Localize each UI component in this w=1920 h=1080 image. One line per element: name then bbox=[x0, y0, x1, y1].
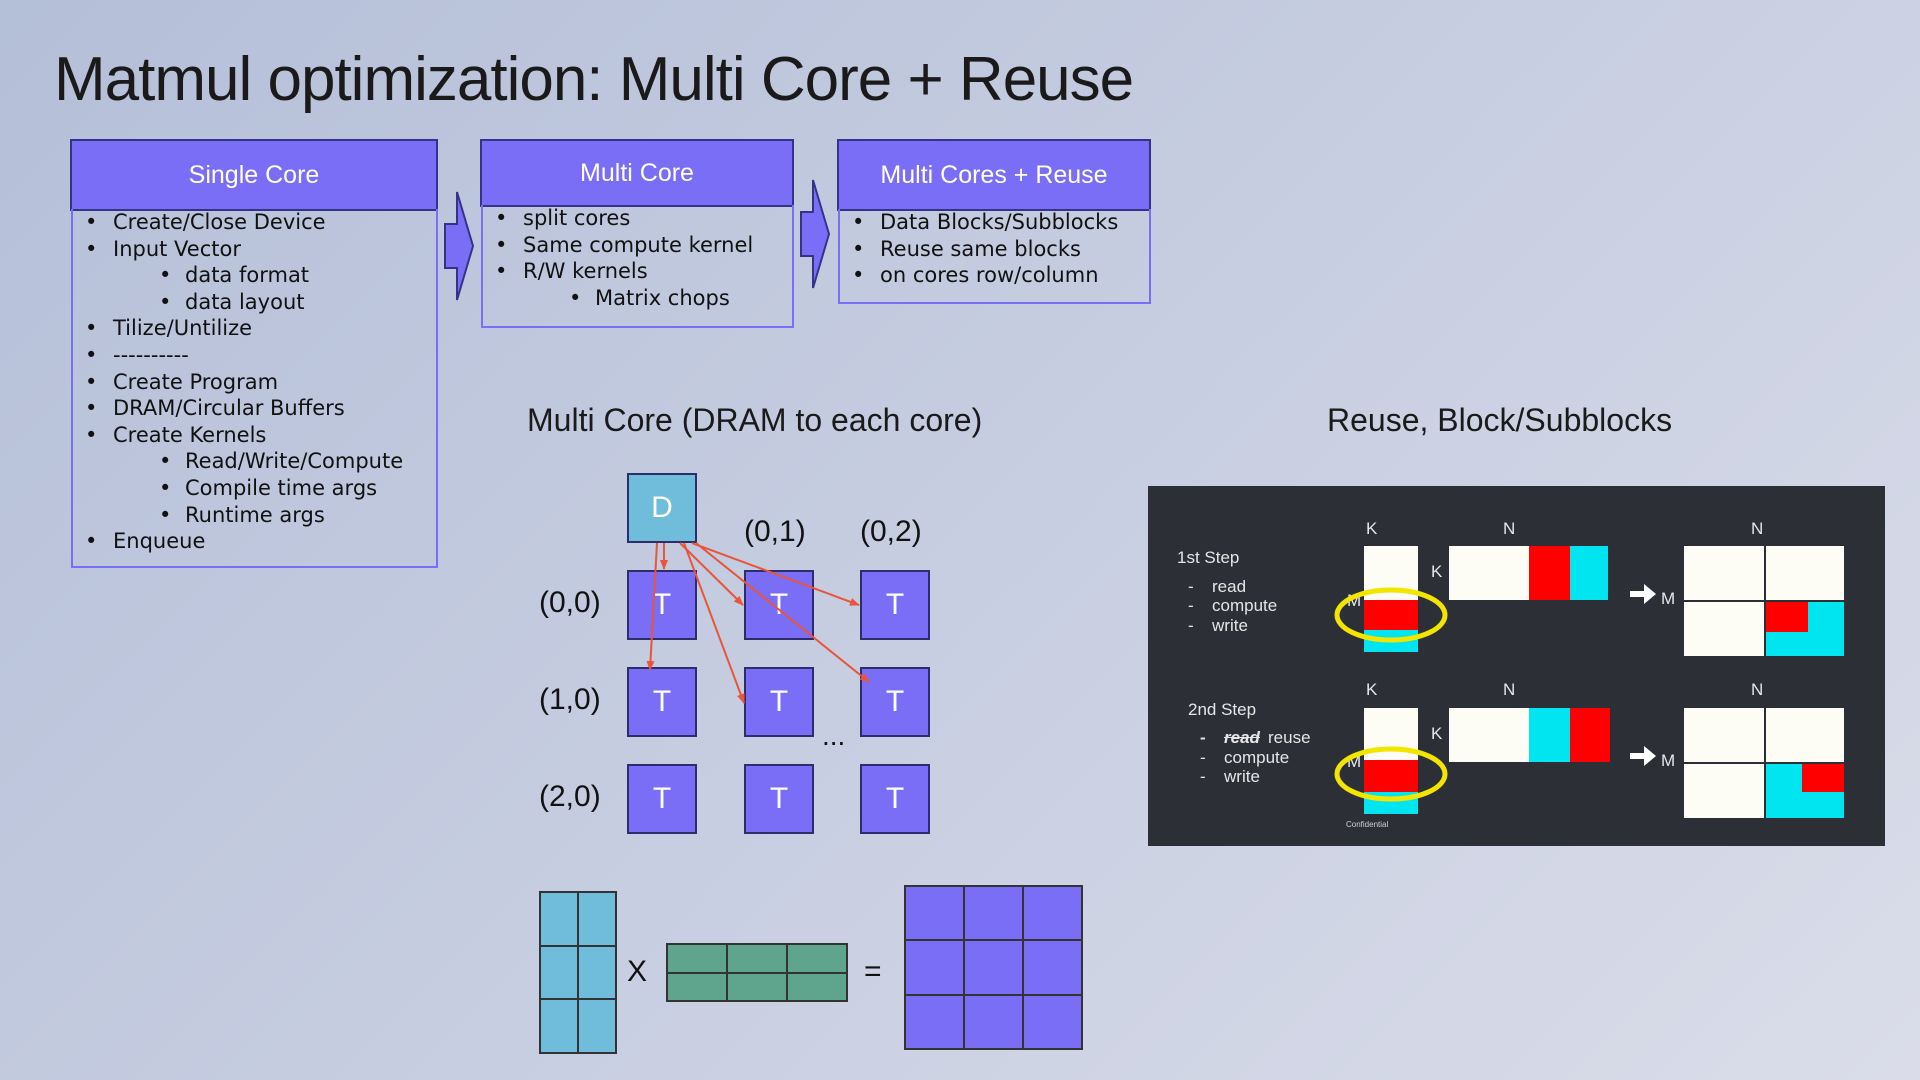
card-body-multi-cores-reuse: Data Blocks/SubblocksReuse same blockson… bbox=[838, 209, 1151, 304]
bullet-item: Compile time args bbox=[73, 475, 436, 502]
bullet-item: split cores bbox=[483, 205, 792, 232]
step-2-struck-item: read bbox=[1224, 728, 1260, 747]
axis-label-n: N bbox=[1751, 680, 1764, 699]
tile-node: T bbox=[627, 667, 697, 737]
right-arrow-icon bbox=[444, 191, 475, 301]
coord-label-0-2: (0,2) bbox=[860, 515, 922, 548]
bullet-item: DRAM/Circular Buffers bbox=[73, 395, 436, 422]
reuse-block-panel: 1st Step - read - compute - write 2nd St… bbox=[1148, 486, 1885, 846]
bullet-item: Create/Close Device bbox=[73, 209, 436, 236]
axis-label-k: K bbox=[1366, 519, 1378, 538]
step-1-item: write bbox=[1212, 616, 1248, 635]
bullet-item: Enqueue bbox=[73, 528, 436, 555]
right-arrow-icon bbox=[800, 179, 831, 289]
step-2-item: write bbox=[1224, 767, 1260, 786]
axis-label-k: K bbox=[1431, 562, 1443, 581]
multicore-diagram-title: Multi Core (DRAM to each core) bbox=[527, 402, 983, 438]
step-1-label: 1st Step bbox=[1177, 548, 1240, 567]
coord-label-0-1: (0,1) bbox=[744, 515, 806, 548]
matrix-a bbox=[539, 891, 617, 1054]
tile-node: T bbox=[860, 667, 930, 737]
bullet-item: R/W kernels bbox=[483, 258, 792, 285]
axis-label-m: M bbox=[1661, 589, 1676, 608]
bullet-item: data layout bbox=[73, 289, 436, 316]
card-body-single-core: Create/Close DeviceInput Vectordata form… bbox=[71, 209, 438, 568]
bullet-item: Data Blocks/Subblocks bbox=[840, 209, 1149, 236]
card-header-multi-cores-reuse: Multi Cores + Reuse bbox=[837, 139, 1151, 211]
reuse-diagram-title: Reuse, Block/Subblocks bbox=[1327, 402, 1673, 438]
step-1-item: compute bbox=[1212, 596, 1278, 615]
step-2-label: 2nd Step bbox=[1188, 700, 1257, 719]
bullet-item: Tilize/Untilize bbox=[73, 315, 436, 342]
tile-node: T bbox=[627, 570, 697, 640]
tile-node: T bbox=[860, 570, 930, 640]
equals-symbol: = bbox=[864, 955, 882, 988]
step-2-item: compute bbox=[1224, 748, 1290, 767]
bullet-item: Same compute kernel bbox=[483, 232, 792, 259]
block-subblock-diagram bbox=[1334, 546, 1844, 818]
bullet-item: Read/Write/Compute bbox=[73, 448, 436, 475]
bullet-item: on cores row/column bbox=[840, 262, 1149, 289]
ellipsis-label: ... bbox=[822, 720, 846, 751]
step-1-item-dash: - bbox=[1188, 577, 1194, 596]
dram-node: D bbox=[627, 473, 697, 543]
axis-label-n: N bbox=[1751, 519, 1764, 538]
coord-label-1-0: (1,0) bbox=[539, 683, 601, 716]
step-2-item-dash: - bbox=[1200, 767, 1206, 786]
coord-label-0-0: (0,0) bbox=[539, 586, 601, 619]
tile-node: T bbox=[627, 764, 697, 834]
tile-node: T bbox=[744, 764, 814, 834]
tile-node: T bbox=[744, 570, 814, 640]
single-core-list: Create/Close DeviceInput Vectordata form… bbox=[73, 209, 436, 555]
card-header-multi-core: Multi Core bbox=[480, 139, 794, 207]
page-title: Matmul optimization: Multi Core + Reuse bbox=[54, 45, 1134, 114]
step-1-item: read bbox=[1212, 577, 1247, 596]
bullet-item: Create Kernels bbox=[73, 422, 436, 449]
matrix-b bbox=[666, 943, 848, 1002]
coord-label-2-0: (2,0) bbox=[539, 780, 601, 813]
multi-core-list: split coresSame compute kernelR/W kernel… bbox=[483, 205, 792, 311]
multi-cores-reuse-list: Data Blocks/SubblocksReuse same blockson… bbox=[840, 209, 1149, 289]
matrix-c bbox=[904, 885, 1083, 1050]
tile-node: T bbox=[860, 764, 930, 834]
bullet-item: Matrix chops bbox=[483, 285, 792, 312]
step-1-item-dash: - bbox=[1188, 616, 1194, 635]
axis-label-k: K bbox=[1366, 680, 1378, 699]
axis-label-m: M bbox=[1661, 751, 1676, 770]
step-1-item-dash: - bbox=[1188, 596, 1194, 615]
axis-label-k: K bbox=[1431, 724, 1443, 743]
bullet-item: Reuse same blocks bbox=[840, 236, 1149, 263]
times-symbol: X bbox=[627, 955, 648, 988]
axis-label-n: N bbox=[1503, 519, 1516, 538]
step-2-item-dash: - bbox=[1200, 728, 1206, 747]
bullet-item: Runtime args bbox=[73, 502, 436, 529]
axis-label-n: N bbox=[1503, 680, 1516, 699]
confidential-label: Confidential bbox=[1346, 820, 1389, 829]
card-body-multi-core: split coresSame compute kernelR/W kernel… bbox=[481, 205, 794, 328]
bullet-item: Input Vector bbox=[73, 236, 436, 263]
bullet-item: data format bbox=[73, 262, 436, 289]
step-2-reuse-item: reuse bbox=[1268, 728, 1311, 747]
step-2-item-dash: - bbox=[1200, 748, 1206, 767]
bullet-item: Create Program bbox=[73, 369, 436, 396]
bullet-item: ---------- bbox=[73, 342, 436, 369]
card-header-single-core: Single Core bbox=[70, 139, 438, 211]
tile-node: T bbox=[744, 667, 814, 737]
